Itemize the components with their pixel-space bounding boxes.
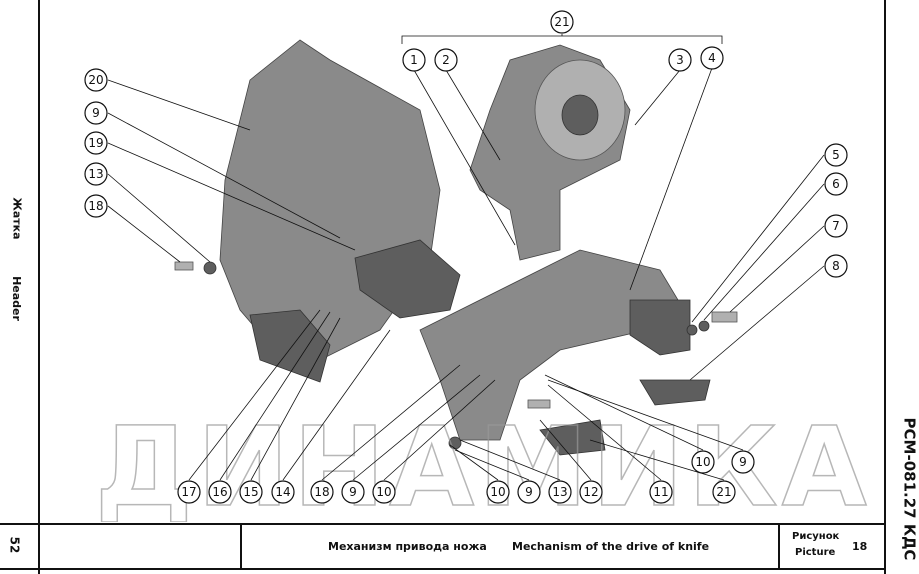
callout-2: 2 xyxy=(434,48,458,72)
callout-12: 12 xyxy=(579,480,603,504)
svg-text:18: 18 xyxy=(314,485,329,499)
frame-right-border xyxy=(884,0,886,574)
washer-part xyxy=(698,320,710,332)
svg-text:11: 11 xyxy=(653,485,668,499)
footer-bottom-border xyxy=(0,568,886,570)
bolt-part xyxy=(174,261,194,271)
washer-part xyxy=(203,261,217,275)
figure-label-ru: Рисунок xyxy=(792,531,840,542)
bolt-part xyxy=(527,399,551,409)
callout-4: 4 xyxy=(700,46,724,70)
svg-text:10: 10 xyxy=(490,485,505,499)
svg-text:4: 4 xyxy=(708,51,716,65)
callout-9: 9 xyxy=(517,480,541,504)
exploded-diagram: ДИНАМИКА 76 21 1 2 3 4 2 xyxy=(84,10,884,522)
svg-text:21: 21 xyxy=(716,485,731,499)
callout-10: 10 xyxy=(486,480,510,504)
leader-lines xyxy=(107,34,825,481)
svg-text:13: 13 xyxy=(88,167,103,181)
bracket-part xyxy=(249,309,331,383)
frame-left-border xyxy=(38,0,40,574)
svg-text:15: 15 xyxy=(243,485,258,499)
callout-14: 14 xyxy=(271,480,295,504)
callout-16: 16 xyxy=(208,480,232,504)
figure-number: 18 xyxy=(852,540,868,553)
callout-10: 10 xyxy=(372,480,396,504)
svg-text:9: 9 xyxy=(92,106,100,120)
svg-text:5: 5 xyxy=(832,148,840,162)
page-number: 52 xyxy=(7,536,22,554)
washer-part xyxy=(686,324,698,336)
svg-text:9: 9 xyxy=(525,485,533,499)
svg-text:21: 21 xyxy=(554,15,569,29)
heat-sink-part xyxy=(639,379,711,406)
callout-20: 20 xyxy=(84,68,108,92)
side-label-en: Header xyxy=(9,276,23,321)
svg-text:9: 9 xyxy=(739,455,747,469)
figure-title-ru: Механизм привода ножа xyxy=(328,540,487,553)
footer-top-border xyxy=(0,523,886,525)
callout-6: 6 xyxy=(824,172,848,196)
figure-title-en: Mechanism of the drive of knife xyxy=(512,540,710,553)
footer-divider xyxy=(240,524,242,570)
pulley-hub-part xyxy=(561,94,599,136)
callout-19: 19 xyxy=(84,131,108,155)
svg-text:10: 10 xyxy=(376,485,391,499)
callout-18: 18 xyxy=(310,480,334,504)
callout-1: 1 xyxy=(402,48,426,72)
svg-text:20: 20 xyxy=(88,73,103,87)
callout-21: 21 xyxy=(712,480,736,504)
svg-text:17: 17 xyxy=(181,485,196,499)
callout-18: 18 xyxy=(84,194,108,218)
svg-text:18: 18 xyxy=(88,199,103,213)
callout-3: 3 xyxy=(668,48,692,72)
bolt-part xyxy=(711,311,738,323)
svg-text:13: 13 xyxy=(552,485,567,499)
callout-7: 7 xyxy=(824,214,848,238)
callout-8: 8 xyxy=(824,254,848,278)
callout-21: 21 xyxy=(550,10,574,34)
callout-15: 15 xyxy=(239,480,263,504)
svg-text:14: 14 xyxy=(275,485,290,499)
callout-17: 17 xyxy=(177,480,201,504)
callout-13: 13 xyxy=(548,480,572,504)
tensioner-block-part xyxy=(354,239,461,319)
frame-plate-part xyxy=(419,249,691,441)
svg-text:6: 6 xyxy=(832,177,840,191)
svg-text:1: 1 xyxy=(410,53,418,67)
callout-11: 11 xyxy=(649,480,673,504)
svg-text:16: 16 xyxy=(212,485,227,499)
callout-9: 9 xyxy=(341,480,365,504)
document-code: РСМ-081.27 КДС xyxy=(900,417,919,561)
svg-text:8: 8 xyxy=(832,259,840,273)
figure-label-en: Picture xyxy=(795,547,836,558)
side-label-ru: Жатка xyxy=(10,197,24,240)
svg-text:2: 2 xyxy=(442,53,450,67)
svg-text:10: 10 xyxy=(695,455,710,469)
svg-text:9: 9 xyxy=(349,485,357,499)
watermark: ДИНАМИКА 76 xyxy=(95,403,884,522)
svg-text:12: 12 xyxy=(583,485,598,499)
callout-13: 13 xyxy=(84,162,108,186)
heat-sink-part xyxy=(539,419,606,456)
callout-9: 9 xyxy=(731,450,755,474)
callout-9: 9 xyxy=(84,101,108,125)
mount-bracket-part xyxy=(629,299,691,356)
callout-10: 10 xyxy=(691,450,715,474)
callout-5: 5 xyxy=(824,143,848,167)
footer-divider xyxy=(778,524,780,570)
svg-text:3: 3 xyxy=(676,53,684,67)
svg-text:7: 7 xyxy=(832,219,840,233)
svg-text:19: 19 xyxy=(88,136,103,150)
